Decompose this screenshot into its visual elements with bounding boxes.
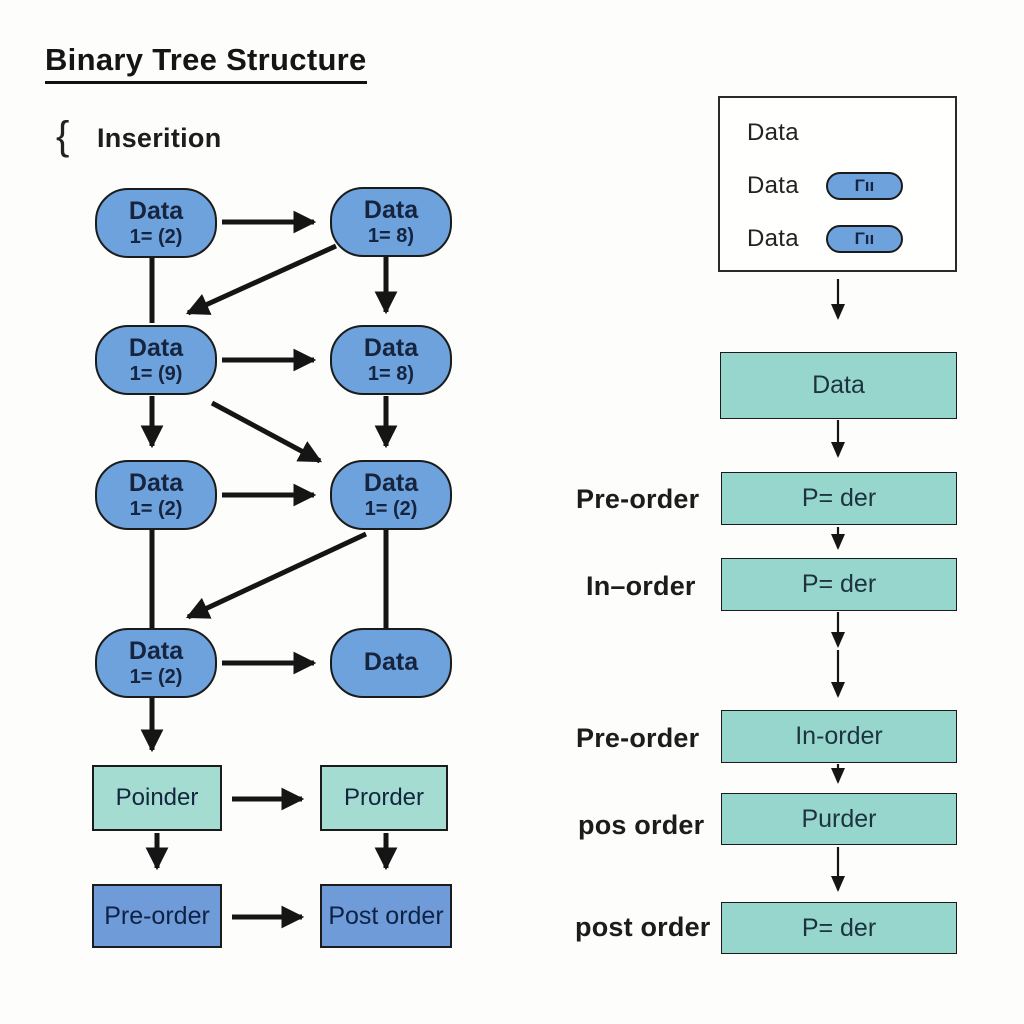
flow-box-label: P= der: [801, 913, 877, 942]
node-label: Data: [128, 469, 184, 498]
row-label-preorder2: Pre-order: [576, 723, 700, 753]
data-pill: Γıı: [825, 224, 903, 253]
row-label-inorder: In–order: [586, 571, 696, 601]
legend-row-label: Data: [747, 224, 799, 252]
postorder-box: Post order: [320, 884, 452, 948]
node-label: Data: [363, 648, 419, 677]
node-label: Data: [363, 196, 419, 225]
prorder-box: Prorder: [320, 765, 448, 831]
row-label-postorder: post order: [575, 912, 711, 942]
page-title: Binary Tree Structure: [45, 42, 367, 84]
node-value: 1= (2): [129, 225, 183, 248]
tree-node-5: Data 1= (2): [95, 460, 217, 530]
legend-row-3: Data Γıı: [747, 212, 955, 265]
flow-box-data: Data: [720, 352, 957, 419]
preorder-box-label: Pre-order: [104, 901, 210, 930]
flow-box-inorder2: In-order: [721, 710, 957, 763]
legend-row-1: Data: [747, 106, 955, 159]
legend-row-2: Data Γıı: [747, 159, 955, 212]
flow-box-postorder: P= der: [721, 902, 957, 954]
flow-box-label: P= der: [801, 484, 877, 512]
flow-box-purder: Purder: [721, 793, 957, 845]
data-pill: Γıı: [825, 171, 903, 200]
node-value: 1= 8): [367, 224, 415, 247]
tree-node-4: Data 1= 8): [330, 325, 452, 395]
node-value: 1= (2): [364, 497, 418, 520]
flow-box-label: Purder: [801, 804, 877, 833]
insertion-label: Inserition: [97, 123, 222, 153]
legend-row-label: Data: [747, 118, 799, 146]
postorder-box-label: Post order: [328, 901, 444, 930]
node-label: Data: [128, 637, 184, 666]
node-label: Data: [128, 334, 184, 363]
tree-node-7: Data 1= (2): [95, 628, 217, 698]
node-label: Data: [128, 197, 184, 226]
curly-brace: {: [56, 114, 70, 158]
flow-box-preorder: P= der: [721, 472, 957, 525]
data-legend-box: Data Data Γıı Data Γıı: [718, 96, 957, 272]
node-value: 1= (2): [129, 665, 183, 688]
flow-box-label: In-order: [795, 722, 883, 750]
node-label: Data: [363, 334, 419, 363]
preorder-box: Pre-order: [92, 884, 222, 948]
prorder-box-label: Prorder: [343, 784, 425, 811]
flow-box-inorder: P= der: [721, 558, 957, 611]
row-label-posorder: pos order: [578, 810, 705, 840]
node-value: 1= 8): [367, 362, 415, 385]
tree-node-3: Data 1= (9): [95, 325, 217, 395]
tree-node-8: Data: [330, 628, 452, 698]
node-label: Data: [363, 469, 419, 498]
legend-row-label: Data: [747, 171, 799, 199]
row-label-preorder: Pre-order: [576, 484, 700, 514]
tree-node-6: Data 1= (2): [330, 460, 452, 530]
node-value: 1= (9): [129, 362, 183, 385]
pointer-box: Poinder: [92, 765, 222, 831]
tree-node-2: Data 1= 8): [330, 187, 452, 257]
tree-node-1: Data 1= (2): [95, 188, 217, 258]
flow-box-label: P= der: [801, 570, 877, 598]
node-value: 1= (2): [129, 497, 183, 520]
pointer-box-label: Poinder: [115, 784, 199, 811]
flow-box-label: Data: [812, 371, 865, 399]
